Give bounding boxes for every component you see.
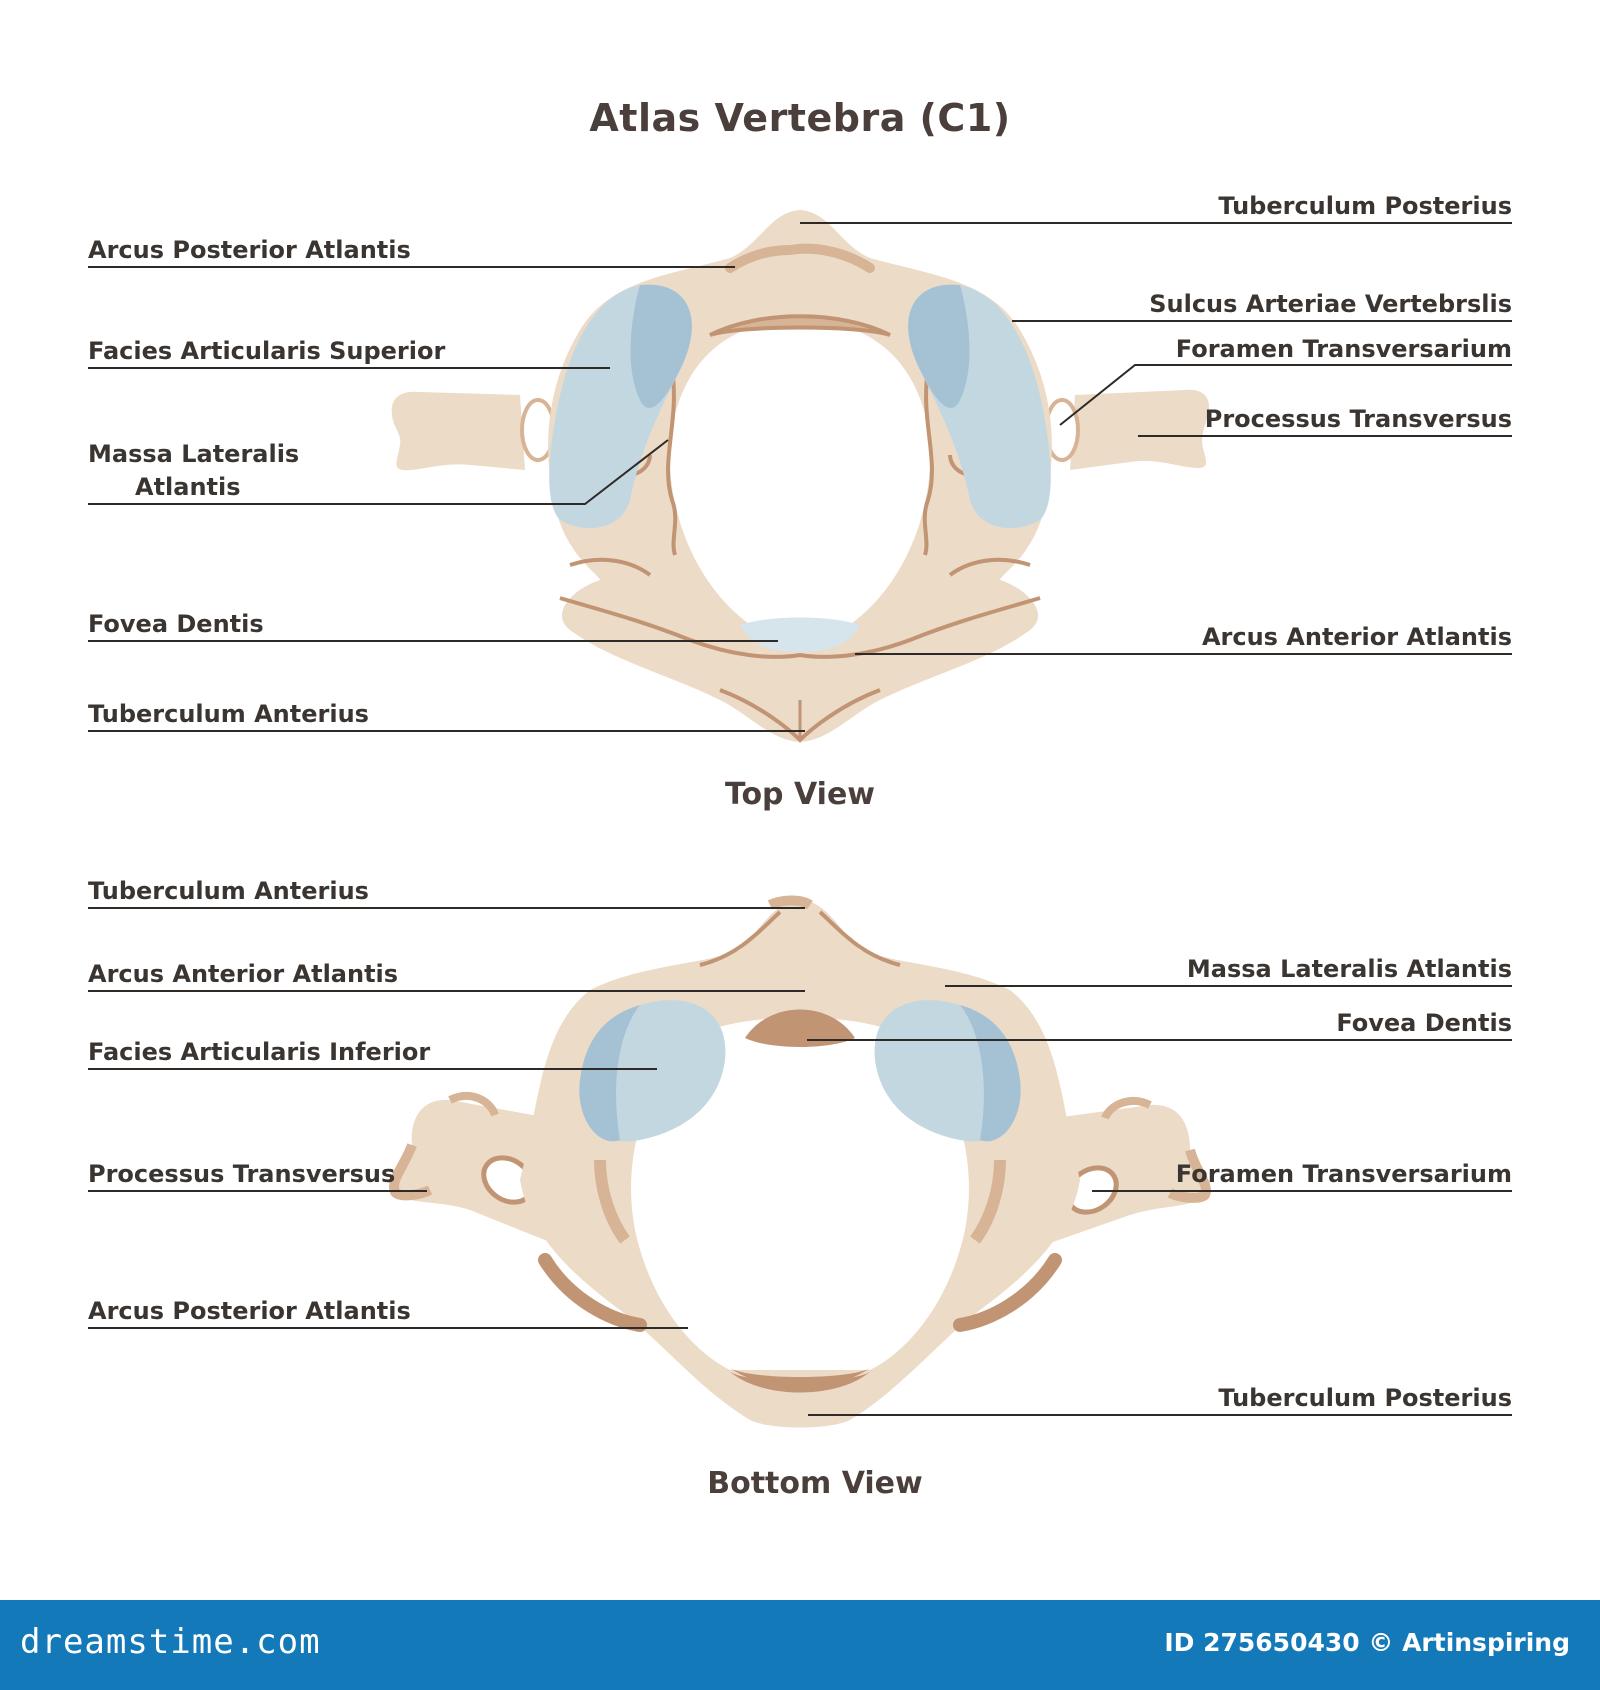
bottom-fovea-dentis	[745, 1009, 855, 1047]
label-massa-lateralis-atlantis-bottom: Massa Lateralis Atlantis	[1186, 955, 1512, 983]
top-right-transverse-process	[1070, 389, 1210, 470]
top-view-caption: Top View	[724, 777, 876, 812]
top-view-leaders	[88, 222, 1512, 732]
label-sulcus-arteriae-vertebrslis: Sulcus Arteriae Vertebrslis	[1149, 290, 1512, 318]
atlas-illustration	[88, 210, 1512, 1428]
bottom-view-bone	[389, 895, 1211, 1428]
label-processus-transversus-bottom: Processus Transversus	[88, 1160, 396, 1188]
label-fovea-dentis-bottom: Fovea Dentis	[1336, 1009, 1512, 1037]
label-tuberculum-anterius-bottom: Tuberculum Anterius	[88, 877, 369, 905]
top-view-bone	[391, 210, 1210, 743]
label-arcus-posterior-atlantis-bottom: Arcus Posterior Atlantis	[88, 1297, 411, 1325]
footer-credit: ID 275650430 © Artinspiring	[1164, 1628, 1570, 1657]
footer-bar: dreamstime.com ID 275650430 © Artinspiri…	[0, 1600, 1600, 1690]
label-facies-articularis-inferior: Facies Articularis Inferior	[88, 1038, 431, 1066]
top-left-transverse-process	[391, 391, 525, 471]
footer-brand: dreamstime.com	[20, 1622, 321, 1662]
label-facies-articularis-superior: Facies Articularis Superior	[88, 337, 446, 365]
label-arcus-anterior-atlantis-top: Arcus Anterior Atlantis	[1201, 623, 1512, 651]
top-fovea-dentis	[740, 617, 860, 652]
label-arcus-posterior-atlantis-top: Arcus Posterior Atlantis	[88, 236, 411, 264]
top-posterior-arch-groove	[709, 314, 891, 337]
diagram-title: Atlas Vertebra (C1)	[589, 96, 1011, 140]
label-arcus-anterior-atlantis-bottom: Arcus Anterior Atlantis	[88, 960, 399, 988]
label-tuberculum-posterius-top: Tuberculum Posterius	[1218, 192, 1512, 220]
label-foramen-transversarium-bottom: Foramen Transversarium	[1175, 1160, 1512, 1188]
bottom-view-leaders	[88, 907, 1512, 1416]
label-fovea-dentis-top: Fovea Dentis	[88, 610, 264, 638]
label-massa-lateralis-line1: Massa Lateralis	[88, 440, 300, 468]
bottom-posterior-arch-shadow	[728, 1370, 872, 1393]
label-foramen-transversarium-top: Foramen Transversarium	[1175, 335, 1512, 363]
label-tuberculum-posterius-bottom: Tuberculum Posterius	[1218, 1384, 1512, 1412]
bottom-right-transverse-process	[1030, 1104, 1207, 1250]
bottom-view-caption: Bottom View	[707, 1466, 923, 1501]
label-processus-transversus-top: Processus Transversus	[1204, 405, 1512, 433]
label-tuberculum-anterius-top: Tuberculum Anterius	[88, 700, 369, 728]
label-massa-lateralis-line2: Atlantis	[135, 473, 241, 501]
